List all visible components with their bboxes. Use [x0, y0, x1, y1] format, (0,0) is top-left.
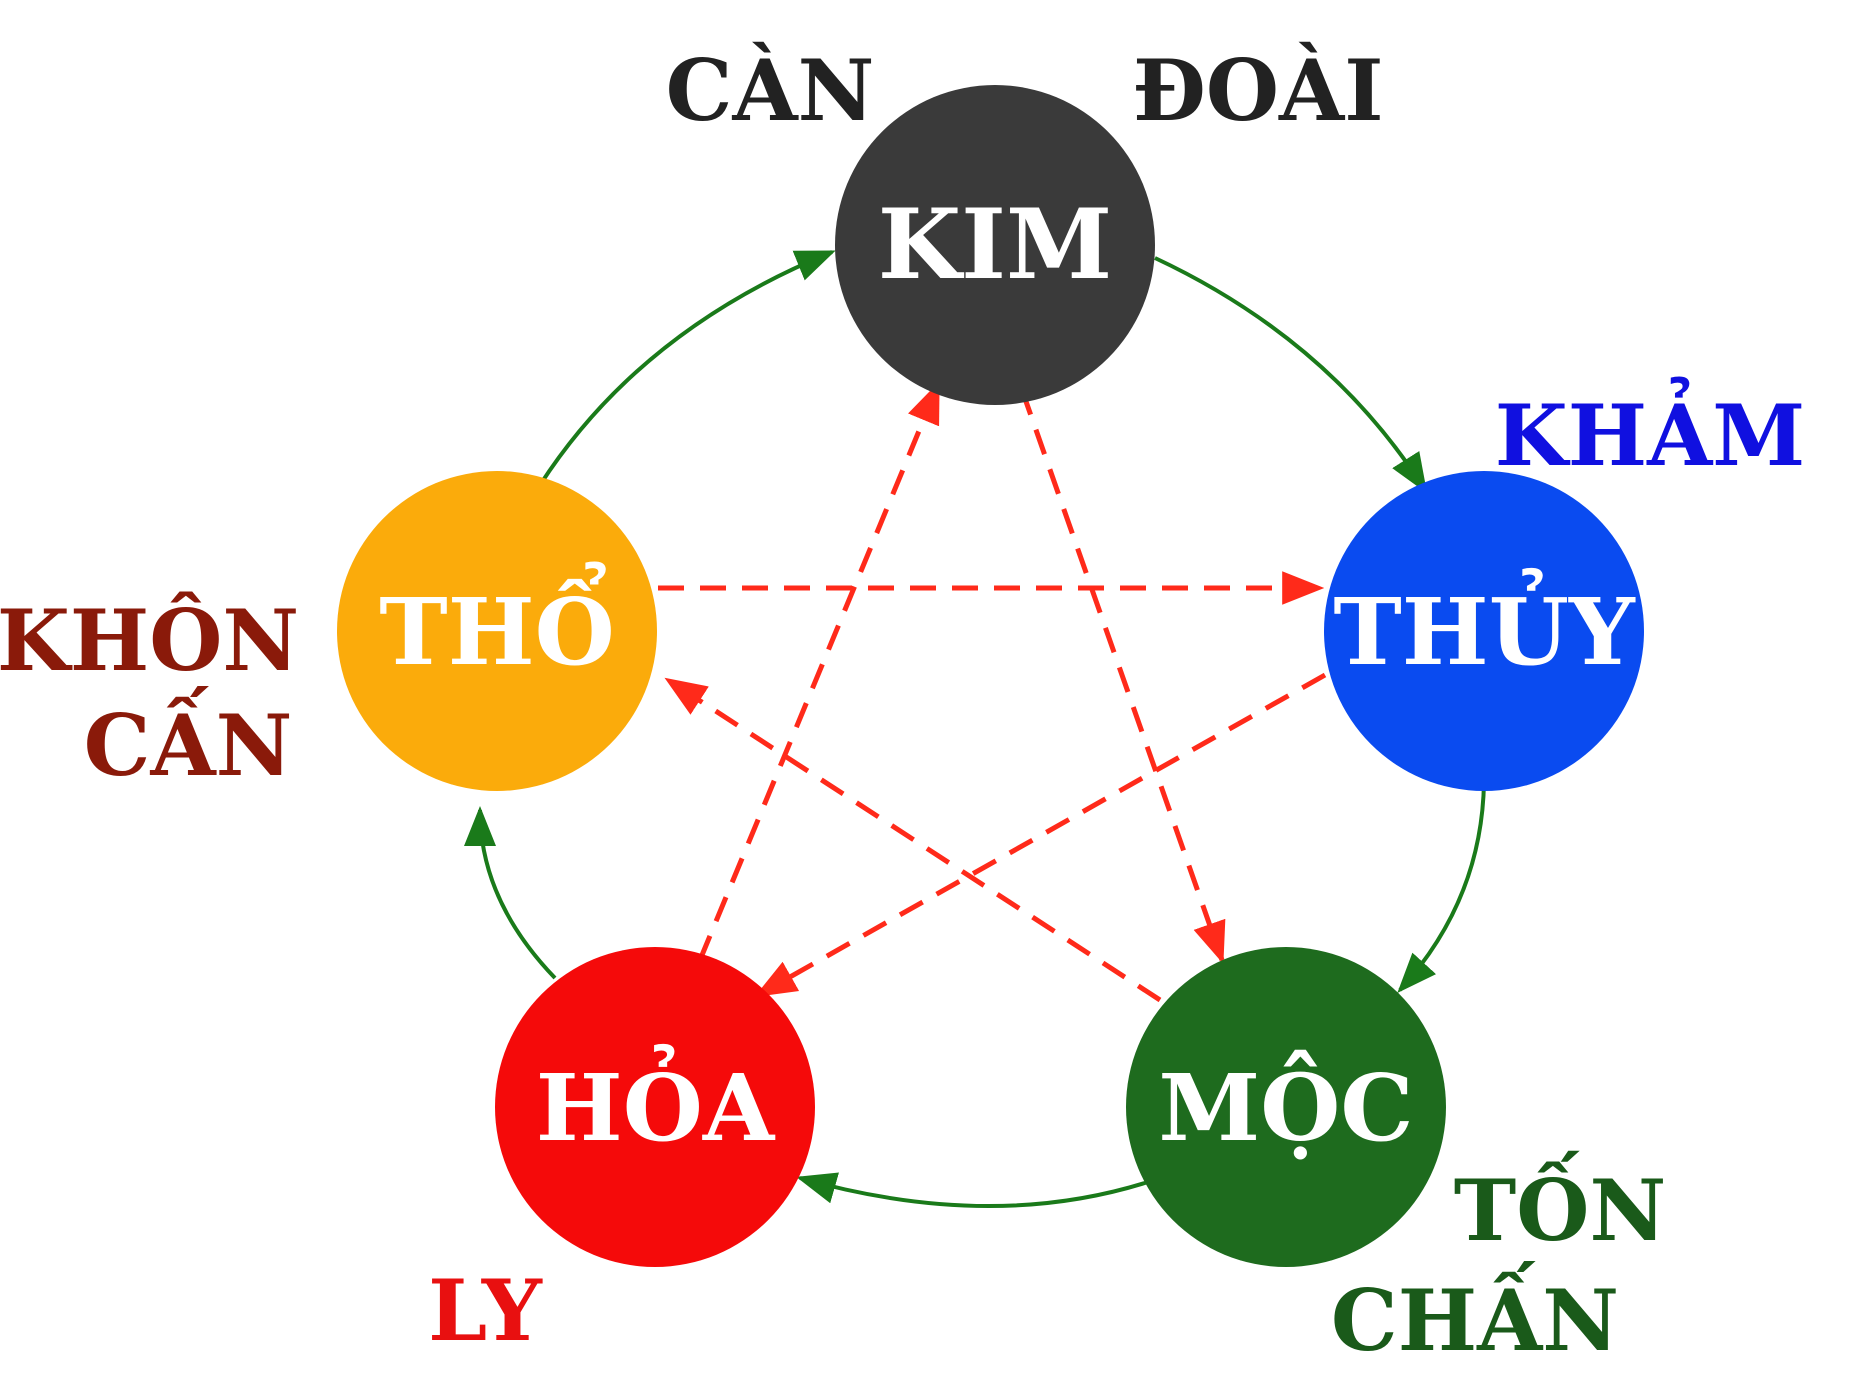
trigram-khon: KHÔN: [0, 591, 299, 690]
arrow-hoa-to-tho: [464, 806, 557, 980]
element-kim: KIM: [835, 85, 1155, 405]
arrow-tho-to-kim: [538, 250, 836, 487]
element-hoa: HỎA: [495, 947, 815, 1267]
hoa-label: HỎA: [536, 1043, 776, 1162]
trigram-ly: LY: [428, 1261, 543, 1360]
thuy-circle: [1324, 471, 1644, 791]
hoa-circle: [495, 947, 815, 1267]
trigram-doai: ĐOÀI: [1132, 41, 1383, 140]
arrow-thuy-to-hoa: [754, 672, 1327, 998]
arrow-moc-to-hoa: [796, 1172, 1149, 1209]
arrow-kim-to-moc: [1019, 389, 1226, 964]
controlling-cycle: [658, 381, 1327, 1003]
arrow-thuy-to-moc: [1397, 781, 1486, 993]
trigram-can-kim: CÀN: [666, 41, 875, 140]
element-thuy: THỦY: [1324, 471, 1644, 791]
kim-label: KIM: [878, 188, 1113, 301]
moc-label: MỘC: [1158, 1050, 1413, 1162]
tho-label: THỔ: [379, 561, 615, 686]
generating-cycle: [464, 250, 1486, 1209]
thuy-label: THỦY: [1333, 567, 1636, 686]
arrow-moc-to-tho: [664, 677, 1162, 1003]
element-moc: MỘC: [1126, 947, 1446, 1267]
trigram-kham: KHẢM: [1495, 376, 1806, 485]
arrow-hoa-to-kim: [697, 381, 941, 961]
trigram-labels: CÀN ĐOÀI KHẢM KHÔN CẤN LY TỐN CHẤN: [0, 41, 1805, 1370]
trigram-can-tho: CẤN: [84, 686, 293, 795]
arrow-kim-to-thuy: [1154, 256, 1428, 494]
element-tho: THỔ: [337, 471, 657, 791]
tho-circle: [337, 471, 657, 791]
moc-circle: [1126, 947, 1446, 1267]
kim-circle: [835, 85, 1155, 405]
trigram-chan: CHẤN: [1331, 1261, 1619, 1370]
trigram-ton: TỐN: [1454, 1151, 1666, 1260]
